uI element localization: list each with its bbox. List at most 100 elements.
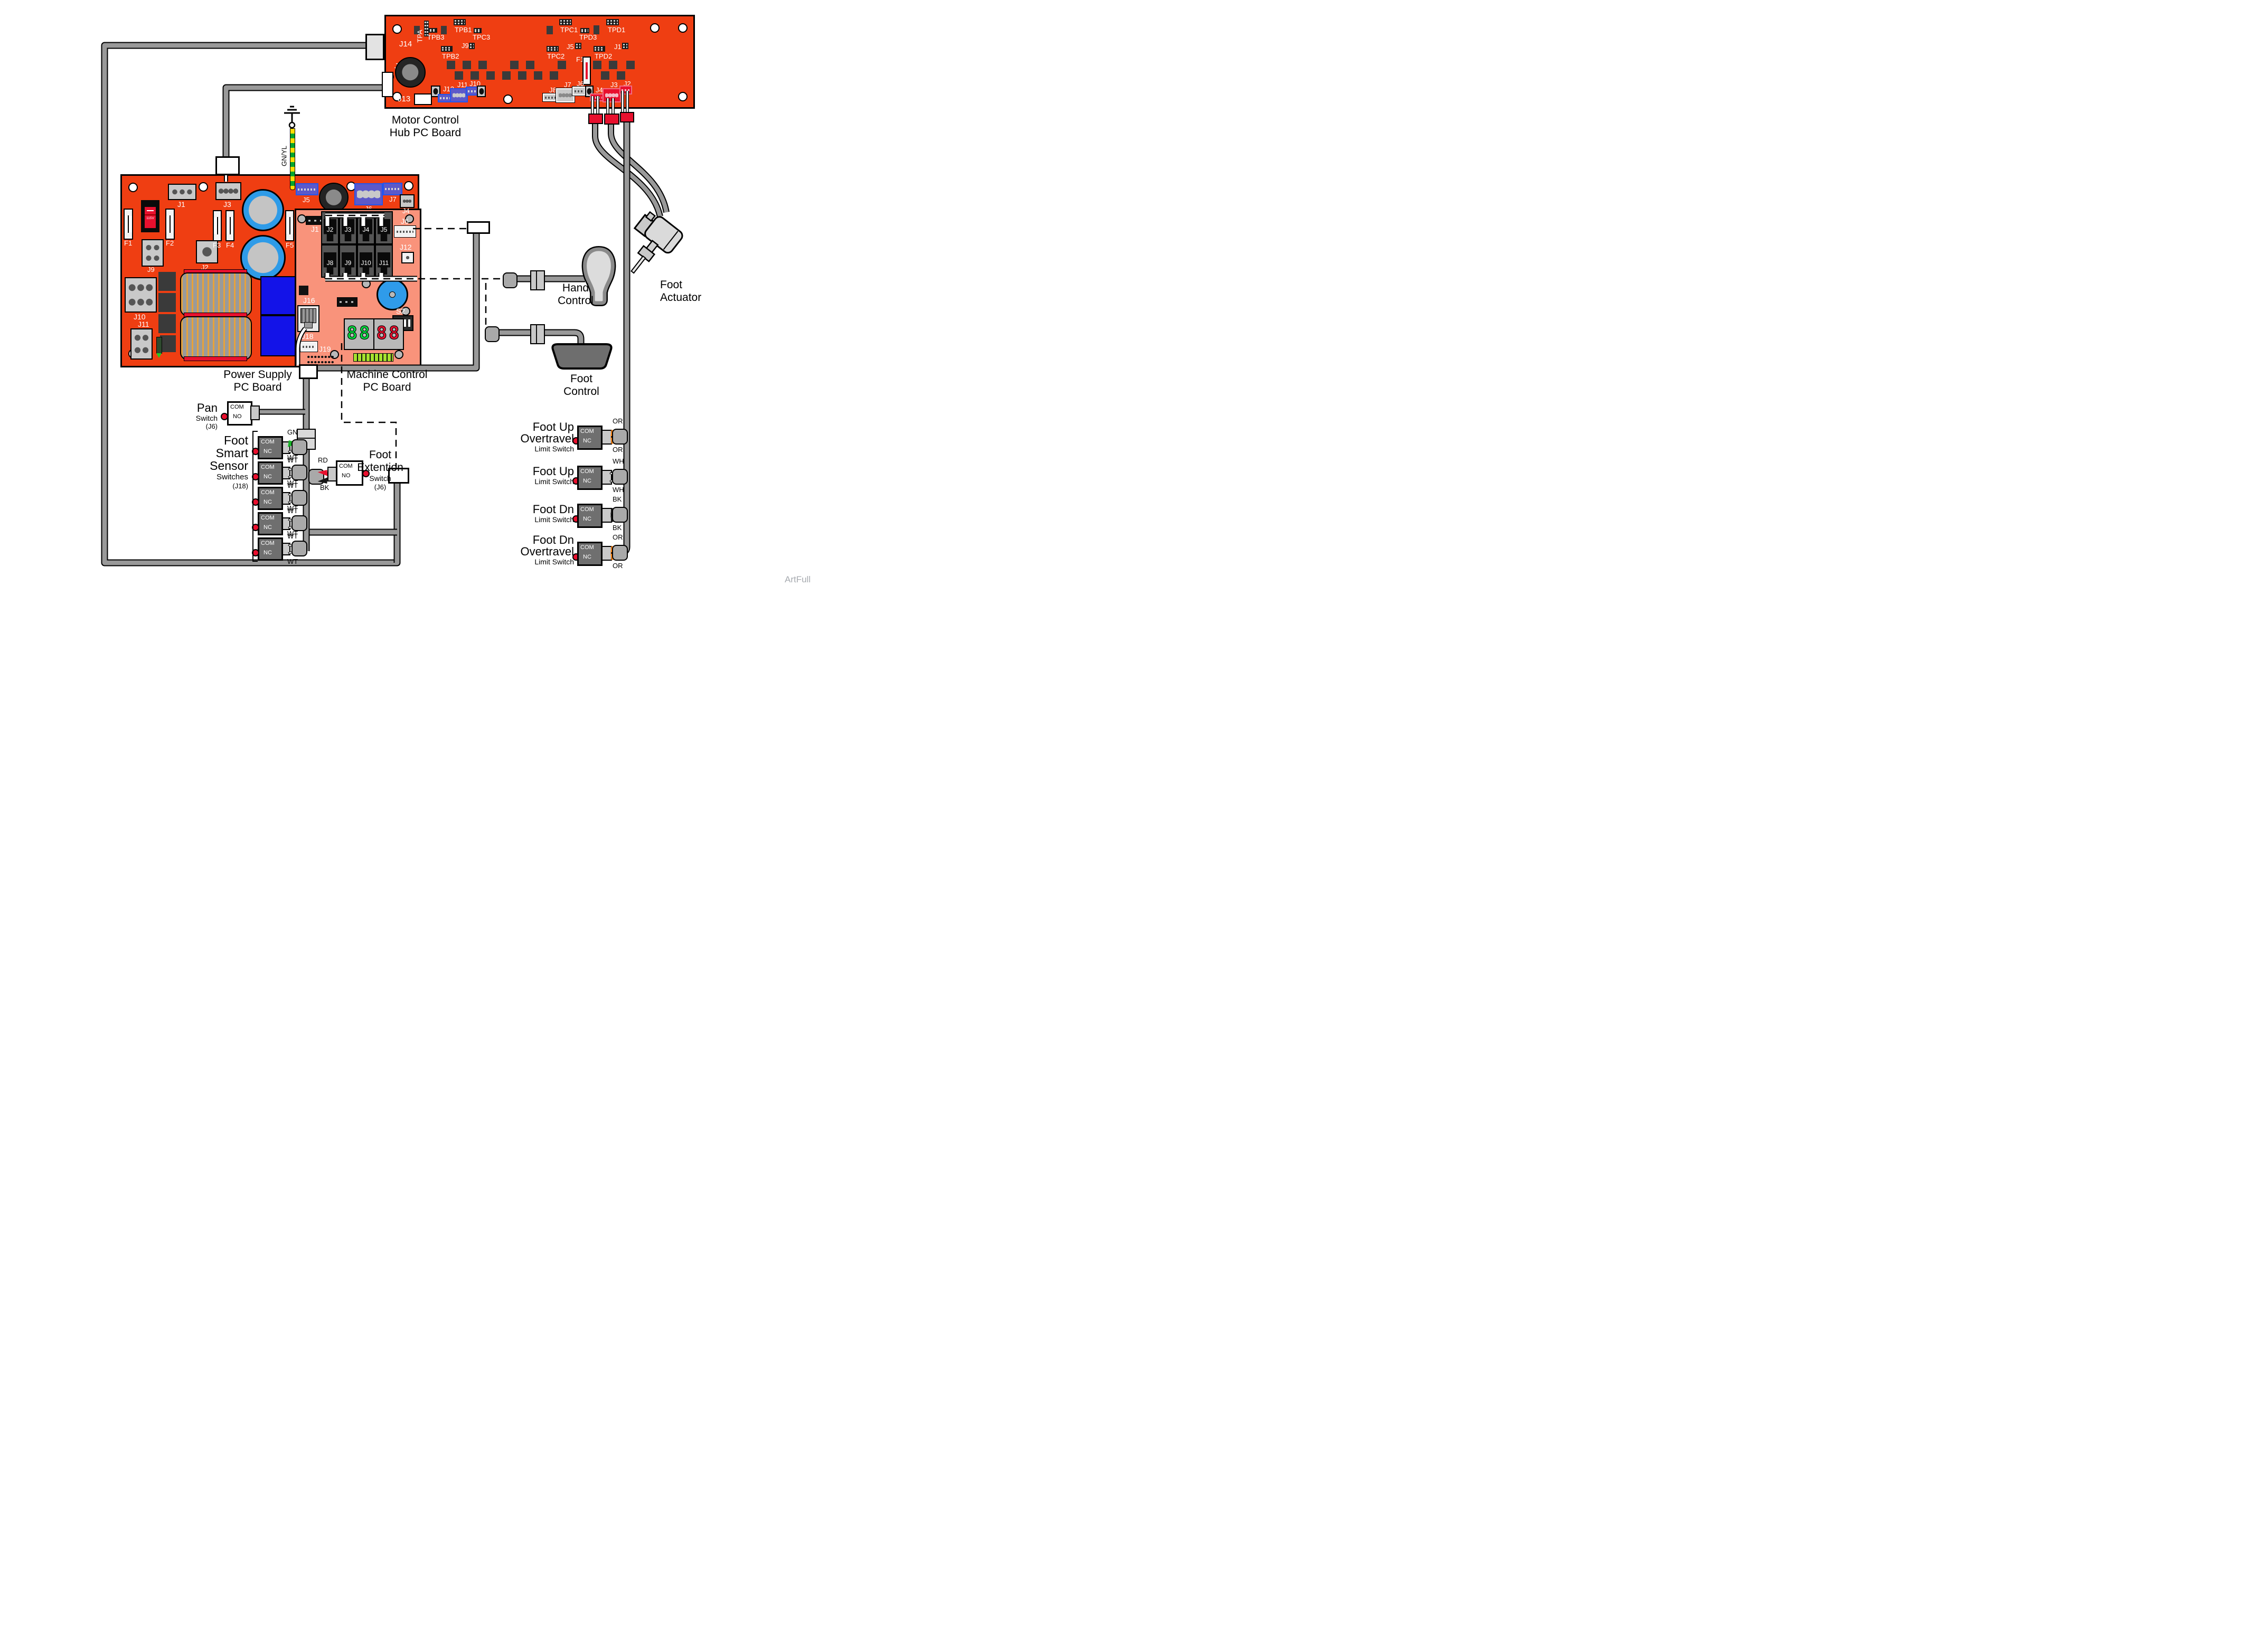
fuse-f2 [165,209,175,240]
smd-chip [486,71,495,80]
smd-chip [160,335,176,352]
smd-chip [593,61,601,69]
screw [362,279,371,288]
wire-color-label: WT [287,558,298,565]
screw-hole [678,23,688,33]
mc-j12-connector [401,252,414,263]
mc-j16-label: J16 [303,296,315,305]
wire-color-label: GN [287,428,298,436]
smart-ref: (J18) [232,482,248,490]
hub-tpb2-label: TPB2 [442,52,459,60]
mc-j3-jack: J3 [339,211,357,244]
hub-tpc2-label: TPC2 [547,52,565,60]
smd-chip [617,71,625,80]
tpb3-header [429,28,437,33]
motor-cable-terminal [620,112,634,122]
contact-com: COM [580,428,594,435]
hand-label-line1: Hand [562,282,589,294]
contact-nc: NC [263,524,272,531]
mc-j12-label: J12 [400,243,412,251]
switch-body: COM NC [258,512,283,535]
hub-j8-connector [542,93,558,102]
limit-switch-foot-up-overtravel: COM NC OR OR [572,417,632,454]
foot-control-label: Foot Control [552,373,610,398]
hub-title-line2: Hub PC Board [389,127,462,139]
display-green: 88 [344,318,374,350]
display-green-digits: 88 [346,322,372,344]
smart-title-1: Foot [223,433,248,447]
hub-j14-label: J14 [399,40,412,49]
smd-chip [158,272,176,291]
smd-chip [455,71,463,80]
screw-hole [392,24,402,34]
mc-j2-jack: J2 [321,211,339,244]
contact-com: COM [580,506,594,513]
pan-subtitle: Switch [195,414,218,422]
mc-j5-jack: J5 [375,211,393,244]
mc-j18-label: J18 [302,332,314,341]
pan-switch-label: Pan Switch (J6) [158,402,218,431]
screw-hole [404,181,413,191]
ps-j10-connector [125,277,157,313]
switch-body: COM NC [258,537,283,561]
hub-buzzer [395,57,426,88]
j14-connector [365,34,384,60]
limit-line: Overtravel [520,432,574,445]
j5-header [575,43,581,49]
tpd3-header [580,28,589,33]
smd-chip [447,61,455,69]
j13-connector [382,72,393,97]
limit-switch-foot-up: COM NC WH WH [572,457,632,494]
ps-buzzer [319,183,349,212]
ps-j6-connector [354,183,383,205]
ext-title-1: Foot [369,449,392,461]
contact-nc: NC [583,516,591,522]
hub-tpd2-label: TPD2 [595,52,613,60]
wire-color-label: BK [613,524,622,532]
mc-j11-label: J11 [379,259,389,267]
ps-j4-connector [400,194,415,208]
smart-sensor-switch-group: COM NC GN WT COM NC [252,428,316,565]
ps-j4-label: J4 [402,207,410,215]
mc-j11-jack: J11 [375,244,393,278]
relay [260,315,297,356]
transformer [180,316,252,360]
contact-nc: NC [583,438,591,444]
mc-j10-label: J10 [361,259,371,267]
spacer-pad [414,93,432,105]
hub-tpd1-label: TPD1 [608,26,626,34]
ps-j9-connector [142,239,164,267]
cable-junction [612,545,628,561]
switch-pin [221,413,228,420]
ps-j11-label: J11 [138,320,149,328]
smd-chip [550,71,558,80]
switch-plunger [601,508,612,523]
ps-f3-label: F3 [213,241,221,249]
limit-line: Foot Up [532,420,574,433]
ps-f5-label: F5 [286,241,294,249]
ps-j11-connector [130,328,153,360]
tpb1-header [454,19,466,25]
fuse-f1 [124,209,133,240]
limit-line: Overtravel [520,545,574,558]
contact-com: COM [261,489,275,496]
mc-j8-jack: J8 [321,244,339,278]
smd-chip [609,61,617,69]
ps-j9-label: J9 [147,266,155,273]
smd-chip [601,71,609,80]
limit-sub: Limit Switch [534,445,574,453]
mc-j19-header [307,354,334,365]
j9-header [469,43,475,49]
limit-switch-foot-dn-overtravel: COM NC OR OR [572,533,632,570]
ps-f2-label: F2 [166,239,174,247]
limit-line: Foot Dn [532,533,574,546]
hub-j8-label: J8 [549,86,557,94]
limit-sub: Limit Switch [534,558,574,566]
hub-j3-label: J3 [610,81,618,89]
cable-connector-b [467,221,490,234]
screw-hole [503,95,513,104]
smd-chip [414,26,420,34]
mc-j4-label: J4 [362,226,370,233]
mc-j2-label: J2 [326,226,334,233]
mc-buzzer [377,279,408,310]
